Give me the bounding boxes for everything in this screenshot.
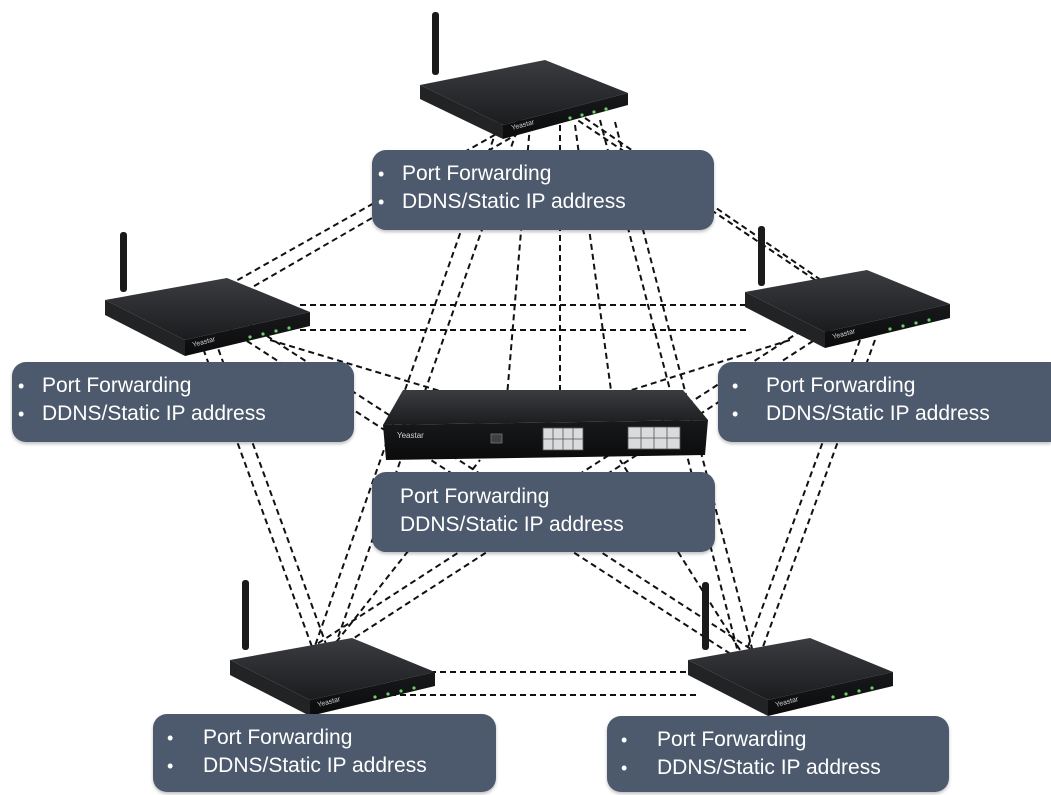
status-led xyxy=(901,324,905,328)
antenna-icon xyxy=(120,232,127,292)
router-bottom-left: Yeastar xyxy=(230,580,435,716)
status-led xyxy=(568,116,572,120)
list-item: •DDNS/Static IP address xyxy=(161,752,496,780)
info-box-bottom-left: •Port Forwarding •DDNS/Static IP address xyxy=(153,714,496,792)
router-body-top xyxy=(105,278,310,340)
router-body-front xyxy=(185,312,310,356)
status-led xyxy=(592,110,596,114)
list-item: •DDNS/Static IP address xyxy=(372,188,714,216)
info-box-right: •Port Forwarding •DDNS/Static IP address xyxy=(718,362,1051,442)
status-led xyxy=(844,692,848,696)
status-led xyxy=(914,321,918,325)
router-bottom-right: Yeastar xyxy=(688,582,893,716)
status-led xyxy=(831,695,835,699)
status-led xyxy=(412,686,416,690)
link xyxy=(569,114,831,291)
bullet-icon: • xyxy=(621,730,628,750)
router-body-side xyxy=(105,300,185,356)
link xyxy=(584,117,851,301)
bullet-icon: • xyxy=(732,376,739,396)
list-item: •Port Forwarding xyxy=(161,724,496,752)
antenna-icon xyxy=(702,582,709,650)
bullet-icon: • xyxy=(18,376,25,396)
status-led xyxy=(399,689,403,693)
bullet-icon: • xyxy=(621,758,628,778)
status-led xyxy=(870,686,874,690)
router-top: Yeastar xyxy=(420,12,628,139)
router-body-front xyxy=(503,93,628,139)
list-item: •DDNS/Static IP address xyxy=(615,754,949,782)
bullet-icon: • xyxy=(167,728,174,748)
info-box-top: •Port Forwarding •DDNS/Static IP address xyxy=(372,150,714,230)
status-led xyxy=(604,107,608,111)
ethernet-ports-group-2 xyxy=(627,426,681,450)
list-item: DDNS/Static IP address xyxy=(400,513,624,536)
antenna-icon xyxy=(432,12,439,75)
list-item: •DDNS/Static IP address xyxy=(718,400,1051,428)
router-body-front xyxy=(825,304,950,348)
ethernet-ports-group-1 xyxy=(542,427,584,451)
router-body-side xyxy=(420,85,503,139)
status-led xyxy=(927,318,931,322)
status-led xyxy=(261,332,265,336)
router-body-front xyxy=(310,672,435,716)
status-led xyxy=(248,335,252,339)
antenna-icon xyxy=(758,226,765,286)
status-led xyxy=(287,326,291,330)
status-led xyxy=(580,113,584,117)
status-led xyxy=(857,689,861,693)
link xyxy=(599,339,791,401)
status-led xyxy=(386,692,390,696)
info-box-bottom-right: •Port Forwarding •DDNS/Static IP address xyxy=(607,716,949,792)
list-item: •Port Forwarding xyxy=(372,160,714,188)
router-body-side xyxy=(230,660,310,716)
list-item: •DDNS/Static IP address xyxy=(12,400,354,428)
router-body-top xyxy=(688,638,893,700)
router-body-front xyxy=(768,672,893,716)
bullet-icon: • xyxy=(732,404,739,424)
central-pbx-device: Yeastar xyxy=(383,390,708,460)
bullet-icon: • xyxy=(167,756,174,776)
list-item: Port Forwarding xyxy=(400,485,550,508)
router-right: Yeastar xyxy=(745,226,950,348)
info-box-left: •Port Forwarding •DDNS/Static IP address xyxy=(12,362,354,442)
antenna-icon xyxy=(242,580,249,650)
status-led xyxy=(274,329,278,333)
bullet-icon: • xyxy=(378,192,385,212)
router-left: Yeastar xyxy=(105,232,310,356)
link xyxy=(619,459,741,651)
router-body-top xyxy=(745,270,950,332)
console-port xyxy=(490,433,503,444)
info-box-center: Port Forwarding DDNS/Static IP address xyxy=(372,472,715,552)
status-led xyxy=(373,695,377,699)
central-body-top xyxy=(383,390,708,425)
status-led xyxy=(888,327,892,331)
list-item: •Port Forwarding xyxy=(12,372,354,400)
router-body-side xyxy=(688,660,768,716)
router-body-top xyxy=(230,638,435,700)
bullet-icon: • xyxy=(378,164,385,184)
router-body-side xyxy=(745,292,825,348)
central-logo: Yeastar xyxy=(397,431,424,440)
router-body-top xyxy=(420,60,628,125)
list-item: •Port Forwarding xyxy=(718,372,1051,400)
list-item: •Port Forwarding xyxy=(615,726,949,754)
bullet-icon: • xyxy=(18,404,25,424)
